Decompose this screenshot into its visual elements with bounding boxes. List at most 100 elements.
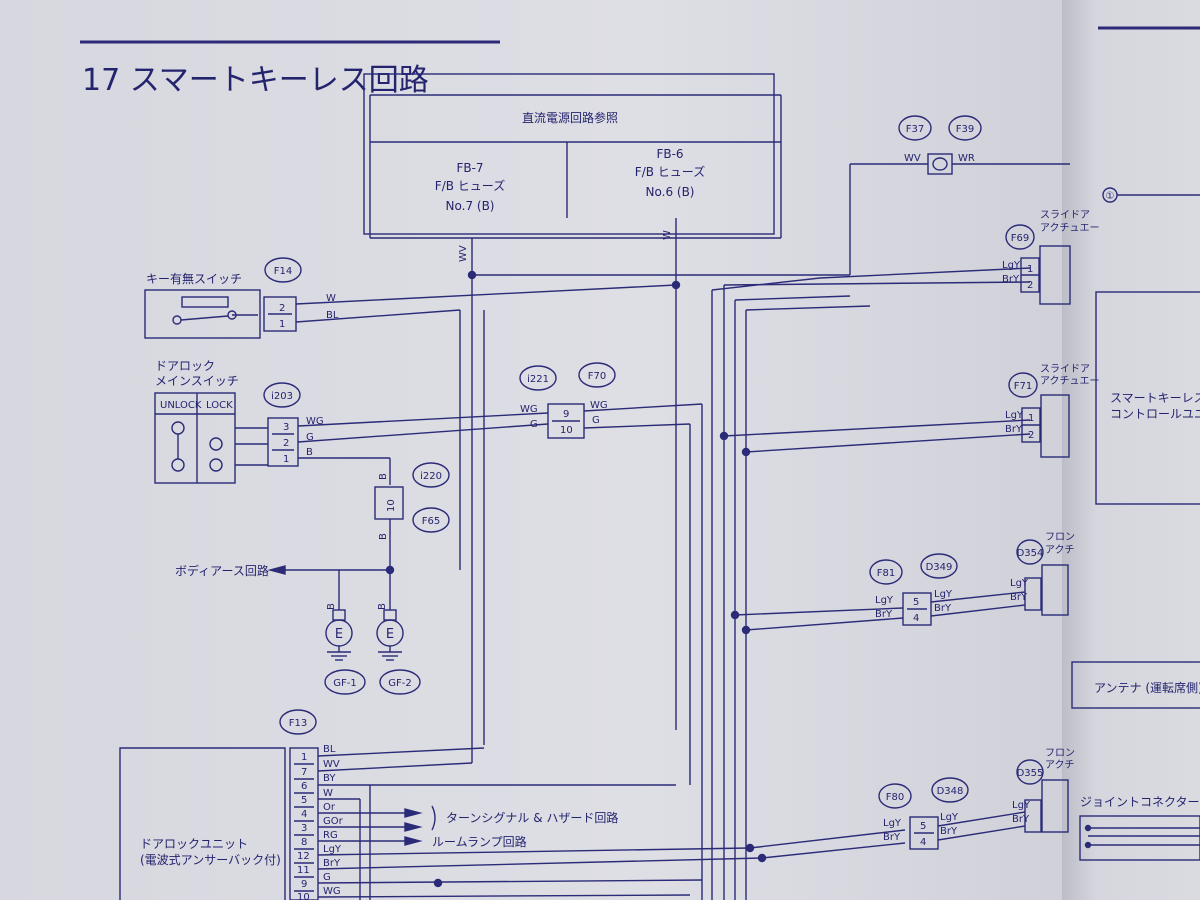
svg-text:10: 10 xyxy=(560,425,573,436)
ground-gf2: B E GF-2 xyxy=(376,603,421,695)
svg-text:D354: D354 xyxy=(1017,548,1044,559)
svg-text:4: 4 xyxy=(920,837,926,848)
wire-label-bl-f14: BL xyxy=(326,310,339,321)
svg-text:E: E xyxy=(335,627,343,642)
svg-text:D355: D355 xyxy=(1017,768,1044,779)
svg-text:B: B xyxy=(377,603,388,610)
svg-text:G: G xyxy=(592,415,600,426)
connector-f37-f39: F37 F39 WV WR xyxy=(898,115,982,175)
svg-text:LgY: LgY xyxy=(1002,260,1021,271)
svg-text:LOCK: LOCK xyxy=(206,400,233,411)
svg-text:WG: WG xyxy=(323,886,341,897)
wire-label-w-f14: W xyxy=(326,293,336,304)
svg-text:D349: D349 xyxy=(926,562,953,573)
svg-text:GF-2: GF-2 xyxy=(388,678,411,689)
svg-text:6: 6 xyxy=(301,781,307,792)
left-page xyxy=(0,0,1078,900)
svg-text:3: 3 xyxy=(283,422,289,433)
svg-text:1: 1 xyxy=(1027,264,1033,275)
svg-text:D348: D348 xyxy=(937,786,964,797)
conn-f37-label: F37 xyxy=(906,124,924,135)
svg-text:8: 8 xyxy=(301,837,307,848)
svg-text:B: B xyxy=(306,447,313,458)
svg-text:BrY: BrY xyxy=(1010,592,1028,603)
svg-text:RG: RG xyxy=(323,830,338,841)
svg-text:9: 9 xyxy=(563,409,569,420)
connector-i221-f70: i221 F70 9 10 WG G WG G xyxy=(519,362,616,439)
svg-text:2: 2 xyxy=(1028,430,1034,441)
connector-f71: F71 1 2 LgY BrY スライドア アクチュエー xyxy=(1005,363,1100,458)
svg-text:ドアロック: ドアロック xyxy=(155,359,215,373)
door-lock-main-switch: ドアロック メインスイッチ UNLOCK LOCK i203 3 2 1 xyxy=(154,359,301,484)
wire-label-wv-1: WV xyxy=(458,245,469,262)
svg-text:1: 1 xyxy=(279,319,285,330)
ground-gf1: B E GF-1 xyxy=(324,603,366,695)
svg-text:5: 5 xyxy=(913,597,919,608)
svg-text:(電波式アンサーバック付): (電波式アンサーバック付) xyxy=(140,853,281,867)
svg-text:スライドア: スライドア xyxy=(1040,363,1090,375)
svg-text:BY: BY xyxy=(323,773,336,784)
key-switch-label: キー有無スイッチ xyxy=(146,271,242,286)
svg-text:メインスイッチ: メインスイッチ xyxy=(155,374,239,388)
svg-text:アクチュエー: アクチュエー xyxy=(1040,222,1100,234)
svg-text:F80: F80 xyxy=(886,792,904,803)
smart-ecu-label-1: スマートキーレス xyxy=(1110,391,1200,405)
svg-text:1: 1 xyxy=(301,752,307,763)
svg-text:F13: F13 xyxy=(289,718,307,729)
svg-text:LgY: LgY xyxy=(940,812,959,823)
svg-text:LgY: LgY xyxy=(1012,800,1031,811)
smart-ecu-label-2: コントロールユニ xyxy=(1110,407,1200,421)
svg-text:Or: Or xyxy=(323,802,336,813)
svg-text:F65: F65 xyxy=(422,516,440,527)
svg-text:BrY: BrY xyxy=(1005,424,1023,435)
svg-text:GF-1: GF-1 xyxy=(333,678,356,689)
svg-text:G: G xyxy=(530,419,538,430)
fb7-label: FB-7 xyxy=(456,161,483,175)
svg-text:G: G xyxy=(323,872,331,883)
svg-text:LgY: LgY xyxy=(934,589,953,600)
fb7-fuse: F/B ヒューズ xyxy=(435,178,505,193)
conn-f39-label: F39 xyxy=(956,124,974,135)
connector-f81-d349: F81 D349 5 4 LgY BrY LgY BrY xyxy=(869,553,958,626)
svg-text:9: 9 xyxy=(301,879,307,890)
svg-text:7: 7 xyxy=(301,767,307,778)
svg-text:LgY: LgY xyxy=(1005,410,1024,421)
connector-f80-d348: F80 D348 5 4 LgY BrY LgY BrY xyxy=(878,777,969,850)
fb7-no: No.7 (B) xyxy=(446,199,495,213)
svg-text:LgY: LgY xyxy=(875,595,894,606)
svg-text:BrY: BrY xyxy=(883,832,901,843)
svg-text:B: B xyxy=(326,603,337,610)
connector-d354: D354 LgY BrY フロン アクチ xyxy=(1010,532,1075,616)
door-lock-unit: F13 ドアロックユニット (電波式アンサーバック付) 1 7 6 5 4 3 … xyxy=(119,709,344,900)
svg-text:フロン: フロン xyxy=(1045,748,1075,759)
svg-text:5: 5 xyxy=(920,821,926,832)
svg-text:10: 10 xyxy=(297,892,310,900)
svg-text:ターンシグナル & ハザード回路: ターンシグナル & ハザード回路 xyxy=(446,810,618,825)
svg-text:1: 1 xyxy=(1028,413,1034,424)
svg-text:10: 10 xyxy=(386,499,397,512)
svg-text:WV: WV xyxy=(323,759,340,770)
svg-text:ドアロックユニット: ドアロックユニット xyxy=(140,837,248,851)
svg-text:i203: i203 xyxy=(271,391,293,402)
svg-text:BrY: BrY xyxy=(1002,274,1020,285)
svg-text:BrY: BrY xyxy=(1012,814,1030,825)
wire-label-wv-f37: WV xyxy=(904,153,921,164)
svg-text:2: 2 xyxy=(283,438,289,449)
svg-text:1: 1 xyxy=(283,454,289,465)
power-supply-box: 直流電源回路参照 FB-7 F/B ヒューズ No.7 (B) FB-6 F/B… xyxy=(363,73,782,239)
svg-text:5: 5 xyxy=(301,795,307,806)
svg-text:G: G xyxy=(306,432,314,443)
antenna-label: アンテナ (運転席側) xyxy=(1094,680,1200,695)
svg-text:W: W xyxy=(323,788,333,799)
svg-text:B: B xyxy=(378,533,389,540)
svg-text:i220: i220 xyxy=(420,471,442,482)
svg-text:2: 2 xyxy=(279,303,285,314)
svg-text:BL: BL xyxy=(323,744,336,755)
svg-text:11: 11 xyxy=(297,865,310,876)
svg-text:ルームランプ回路: ルームランプ回路 xyxy=(432,834,527,849)
right-page-content: ① スマートキーレス コントロールユニ アンテナ (運転席側) ジョイントコネク… xyxy=(1071,187,1200,861)
fb6-label: FB-6 xyxy=(656,147,683,161)
svg-text:LgY: LgY xyxy=(323,844,342,855)
svg-text:12: 12 xyxy=(297,851,310,862)
svg-text:LgY: LgY xyxy=(883,818,902,829)
